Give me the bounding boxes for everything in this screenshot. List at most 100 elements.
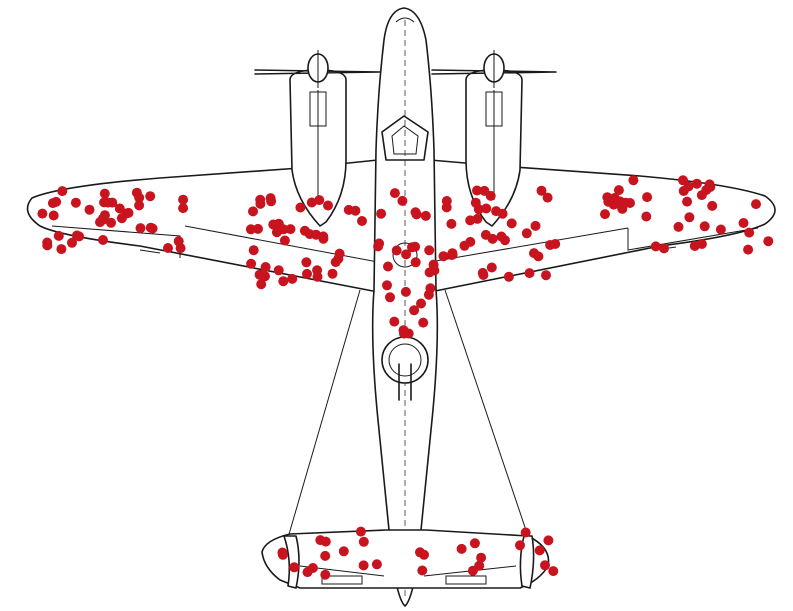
hit-marker xyxy=(684,212,695,223)
hit-marker xyxy=(51,196,62,207)
hit-marker xyxy=(543,535,554,546)
hit-marker xyxy=(37,208,48,219)
hit-marker xyxy=(246,258,257,269)
hit-marker xyxy=(312,271,323,282)
hit-marker xyxy=(550,239,561,249)
hit-marker xyxy=(315,535,326,546)
hit-marker xyxy=(98,235,108,245)
hit-marker xyxy=(320,569,331,580)
hit-marker xyxy=(318,233,329,244)
hit-marker xyxy=(371,559,382,570)
hit-marker xyxy=(399,328,409,339)
bracing-wires xyxy=(284,289,533,549)
hit-marker xyxy=(524,268,535,279)
hit-marker xyxy=(409,305,420,316)
hit-marker xyxy=(682,196,693,207)
hit-marker xyxy=(763,236,774,247)
hit-marker xyxy=(650,241,661,252)
hit-marker xyxy=(602,192,613,203)
hit-marker xyxy=(600,209,610,220)
hit-marker xyxy=(299,225,310,236)
hit-marker xyxy=(548,566,559,577)
hit-marker xyxy=(534,545,545,556)
hit-marker xyxy=(338,546,349,557)
hit-marker xyxy=(418,317,429,328)
hit-marker xyxy=(265,193,276,204)
hit-marker xyxy=(57,186,68,197)
hit-marker xyxy=(533,251,544,262)
hit-marker xyxy=(278,224,289,235)
hit-marker xyxy=(114,203,125,214)
hit-marker xyxy=(438,251,449,262)
hit-marker xyxy=(84,204,95,215)
hit-marker xyxy=(67,237,77,248)
hit-marker xyxy=(506,218,517,229)
hit-marker xyxy=(521,228,532,239)
hit-marker xyxy=(472,185,482,196)
hit-marker xyxy=(715,224,726,235)
hit-marker xyxy=(71,230,82,241)
hit-marker xyxy=(540,560,550,571)
hit-marker xyxy=(400,286,411,297)
hit-marker xyxy=(145,222,156,233)
hit-marker xyxy=(707,200,718,211)
hit-marker xyxy=(295,202,306,213)
hit-marker xyxy=(515,540,525,551)
hit-marker xyxy=(472,213,483,224)
hit-marker xyxy=(320,550,331,561)
hit-marker xyxy=(287,273,298,284)
hit-marker xyxy=(424,245,435,256)
hit-marker xyxy=(334,248,345,259)
hit-marker xyxy=(617,203,628,214)
hit-marker xyxy=(486,262,497,273)
hit-marker xyxy=(609,193,620,203)
hit-marker xyxy=(99,210,110,221)
hit-marker xyxy=(134,200,145,211)
cockpit xyxy=(381,115,429,161)
hit-marker xyxy=(417,565,428,576)
fuselage xyxy=(371,7,439,607)
hit-marker xyxy=(123,207,134,218)
hit-markers xyxy=(37,175,774,580)
hit-marker xyxy=(423,289,434,300)
hit-marker xyxy=(481,203,492,214)
hit-marker xyxy=(691,178,702,189)
hit-marker xyxy=(465,236,476,247)
hit-marker xyxy=(273,265,284,276)
hit-marker xyxy=(536,185,547,196)
hit-marker xyxy=(70,197,81,208)
hit-marker xyxy=(277,547,288,558)
hit-marker xyxy=(323,200,333,211)
tailplane xyxy=(261,529,550,589)
hit-marker xyxy=(311,229,321,240)
hit-marker xyxy=(751,199,761,210)
hit-marker xyxy=(302,268,312,279)
hit-marker xyxy=(256,279,267,290)
tail-fins xyxy=(283,535,535,589)
hit-marker xyxy=(411,209,422,220)
hit-marker xyxy=(255,198,266,209)
hit-marker xyxy=(659,243,669,254)
hit-marker xyxy=(135,223,146,234)
hit-marker xyxy=(285,224,296,235)
hit-marker xyxy=(289,562,300,573)
hit-marker xyxy=(103,197,113,208)
hit-marker xyxy=(373,241,384,252)
hit-marker xyxy=(419,549,429,560)
hit-marker xyxy=(699,221,710,232)
left-propeller xyxy=(254,50,381,88)
hit-marker xyxy=(268,219,279,230)
hit-marker xyxy=(53,230,64,241)
hit-marker xyxy=(178,203,189,214)
hit-marker xyxy=(145,191,156,202)
hit-marker xyxy=(542,192,553,203)
hit-marker xyxy=(99,188,110,199)
hit-marker xyxy=(470,197,481,208)
hit-marker xyxy=(743,244,754,255)
hit-marker xyxy=(382,280,392,291)
hit-marker xyxy=(163,243,173,253)
hit-marker xyxy=(48,210,59,221)
hit-marker xyxy=(530,220,541,231)
hit-marker xyxy=(397,195,408,206)
